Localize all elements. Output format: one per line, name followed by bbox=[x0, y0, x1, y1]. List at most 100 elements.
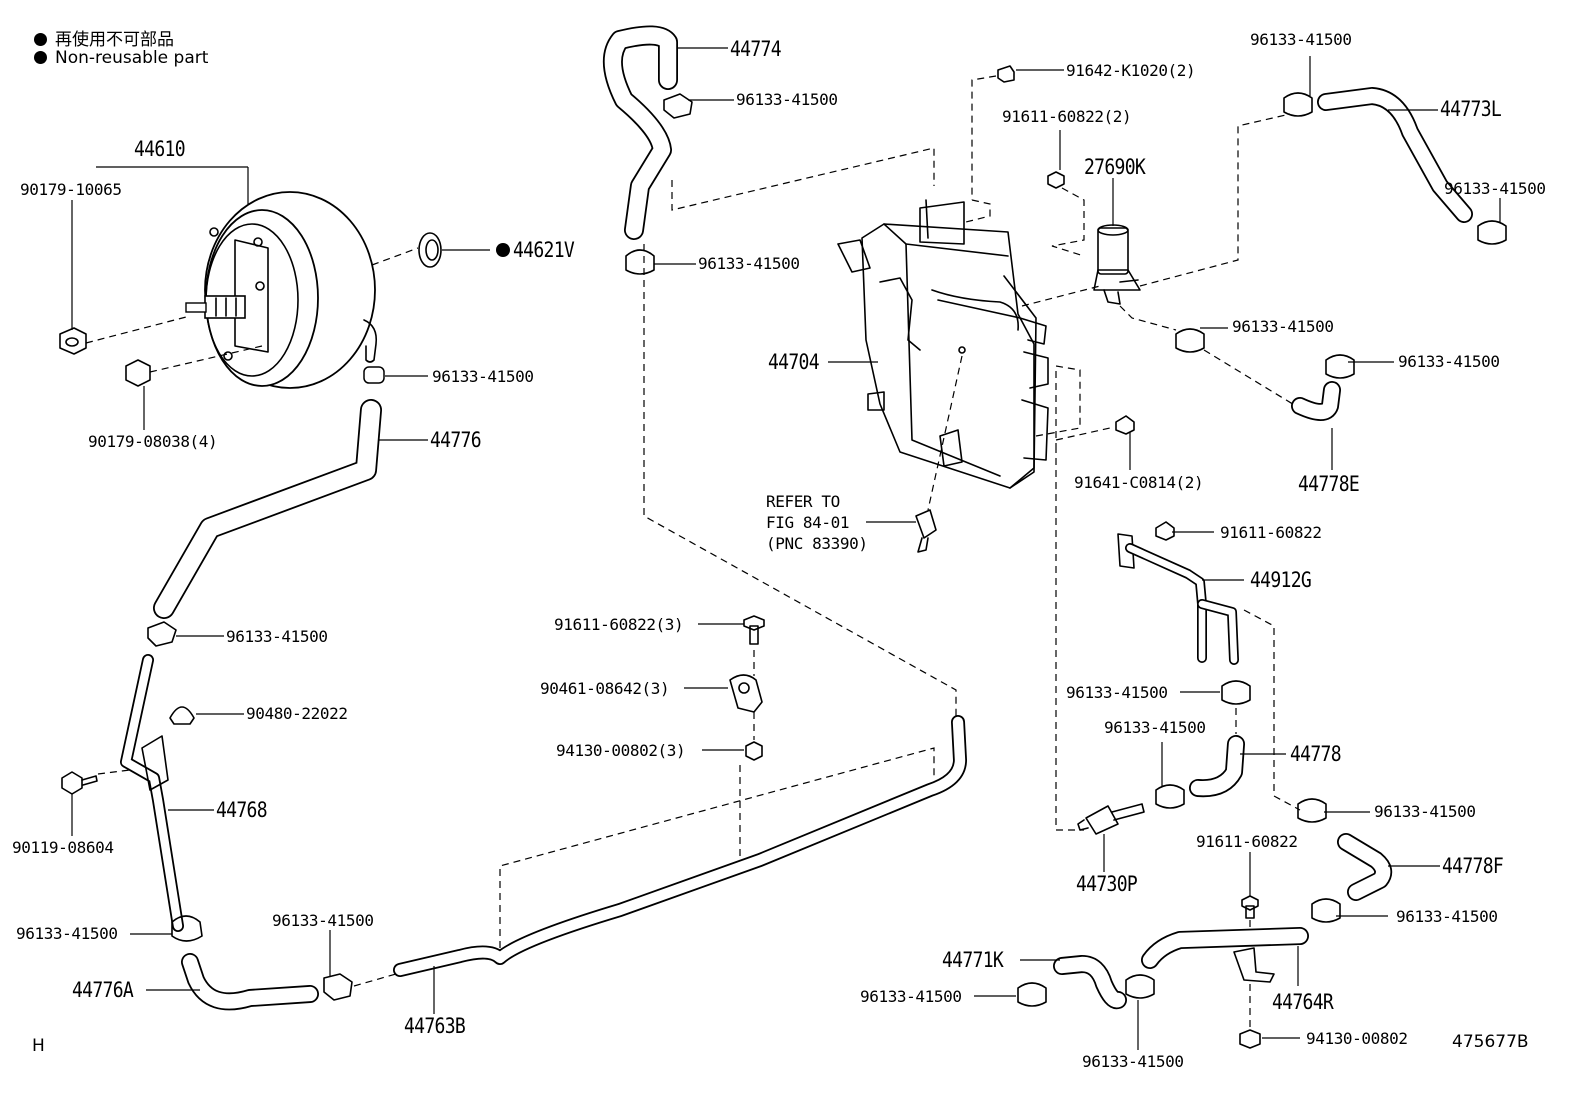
nut-94130-00802-3 bbox=[745, 741, 763, 761]
clamp-44774a bbox=[663, 93, 693, 119]
bullet-icon bbox=[34, 51, 47, 64]
legend-jp: 再使用不可部品 bbox=[34, 25, 174, 50]
part-label: 91611-60822 bbox=[1220, 523, 1322, 542]
part-label: 90461-08642(3) bbox=[540, 679, 670, 698]
part-label: 91611-60822(3) bbox=[554, 615, 684, 634]
bolt-91641-c0814 bbox=[1115, 415, 1135, 435]
part-label: 90480-22022 bbox=[246, 704, 348, 723]
clamp-booster bbox=[363, 366, 385, 384]
vsv-27690k bbox=[1093, 224, 1141, 305]
clamp-44778e-a bbox=[1175, 328, 1205, 353]
grommet-90480-22022 bbox=[169, 706, 195, 725]
bolt-91611-60822-b bbox=[1155, 521, 1175, 541]
clamp-44778e-b bbox=[1325, 354, 1355, 379]
hose-44778f bbox=[1337, 833, 1393, 901]
refer-note: FIG 84-01 bbox=[766, 513, 850, 532]
hose-44764r bbox=[1141, 927, 1309, 983]
part-label: 90119-08604 bbox=[12, 838, 114, 857]
part-label: 44912G bbox=[1250, 568, 1312, 592]
part-label: 96133-41500 bbox=[1232, 317, 1334, 336]
part-label: 44763B bbox=[404, 1014, 466, 1038]
part-label: 96133-41500 bbox=[736, 90, 838, 109]
clamp-44771k-b bbox=[1125, 974, 1155, 999]
part-label: 96133-41500 bbox=[1398, 352, 1500, 371]
clamp-44774b bbox=[625, 249, 655, 275]
clamp-44773l-a bbox=[1283, 92, 1313, 117]
hose-44776a bbox=[181, 953, 319, 1011]
clamp-44778-c bbox=[1297, 798, 1327, 823]
part-label: 44773L bbox=[1440, 97, 1502, 121]
clamp-44771k-a bbox=[1017, 982, 1047, 1007]
part-label: 44778E bbox=[1298, 472, 1360, 496]
part-label: 96133-41500 bbox=[860, 987, 962, 1006]
part-label: 94130-00802(3) bbox=[556, 741, 686, 760]
part-label: 96133-41500 bbox=[1444, 179, 1546, 198]
part-label: 44730P bbox=[1076, 872, 1138, 896]
part-label: 44610 bbox=[134, 137, 186, 161]
part-label: 96133-41500 bbox=[1374, 802, 1476, 821]
pipe-44912g bbox=[1117, 533, 1239, 665]
bullet-icon bbox=[34, 33, 47, 46]
part-label: 91641-C0814(2) bbox=[1074, 473, 1204, 492]
brake-booster bbox=[185, 191, 378, 389]
part-label: 96133-41500 bbox=[698, 254, 800, 273]
part-label: 90179-10065 bbox=[20, 180, 122, 199]
nut-90179-10065 bbox=[59, 327, 87, 355]
part-label: 44764R bbox=[1272, 990, 1334, 1014]
part-label: 94130-00802 bbox=[1306, 1029, 1408, 1048]
part-label: 44776A bbox=[72, 978, 134, 1002]
part-label: 96133-41500 bbox=[1104, 718, 1206, 737]
refer-note: REFER TO bbox=[766, 492, 840, 511]
part-label: 44771K bbox=[942, 948, 1004, 972]
part-label: 91642-K1020(2) bbox=[1066, 61, 1196, 80]
sheet-marker: H bbox=[32, 1036, 45, 1056]
part-label: 96133-41500 bbox=[432, 367, 534, 386]
part-label: 91611-60822(2) bbox=[1002, 107, 1132, 126]
part-label: 90179-08038(4) bbox=[88, 432, 218, 451]
clamp-44778f bbox=[1311, 898, 1341, 923]
hose-44778e bbox=[1291, 381, 1341, 421]
legend-jp-text: 再使用不可部品 bbox=[55, 30, 174, 50]
part-label: 96133-41500 bbox=[16, 924, 118, 943]
hose-44774 bbox=[602, 25, 678, 240]
hose-44768 bbox=[120, 654, 184, 932]
seal-44621v bbox=[418, 232, 442, 268]
bolt-91611-60822-c bbox=[1241, 895, 1259, 919]
legend-en-text: Non-reusable part bbox=[55, 48, 209, 68]
legend-en: Non-reusable part bbox=[34, 48, 208, 68]
clamp-44778-b bbox=[1155, 784, 1185, 809]
part-label: 44778 bbox=[1290, 742, 1342, 766]
sensor-fig-84-01 bbox=[915, 509, 937, 553]
part-label: 96133-41500 bbox=[1066, 683, 1168, 702]
hose-44773l bbox=[1317, 87, 1473, 223]
part-label: 44776 bbox=[430, 428, 482, 452]
bolt-91611-60822-3 bbox=[743, 615, 765, 645]
refer-note: (PNC 83390) bbox=[766, 534, 868, 553]
bolt-91642-k1020 bbox=[997, 65, 1015, 83]
part-label: 96133-41500 bbox=[226, 627, 328, 646]
part-label: 96133-41500 bbox=[1396, 907, 1498, 926]
clamp-44776 bbox=[147, 621, 177, 647]
clamp-44763b bbox=[323, 973, 353, 1001]
part-label: 96133-41500 bbox=[1082, 1052, 1184, 1071]
hose-44763b bbox=[393, 715, 967, 977]
figure-number: 475677B bbox=[1452, 1032, 1529, 1052]
clamp-90461-08642 bbox=[729, 674, 763, 713]
non-reusable-dot bbox=[496, 243, 510, 257]
part-label: 96133-41500 bbox=[272, 911, 374, 930]
hose-44778 bbox=[1189, 735, 1245, 798]
part-label: 96133-41500 bbox=[1250, 30, 1352, 49]
nut-90179-08038 bbox=[125, 359, 151, 387]
part-label: 44768 bbox=[216, 798, 268, 822]
part-label: 27690K bbox=[1084, 155, 1146, 179]
part-label: 44778F bbox=[1442, 854, 1504, 878]
part-label: 44621V bbox=[513, 238, 575, 262]
bolt-90119-08604 bbox=[61, 771, 98, 795]
part-label: 44774 bbox=[730, 37, 782, 61]
nut-94130-00802 bbox=[1239, 1029, 1261, 1049]
part-label: 44704 bbox=[768, 350, 820, 374]
bolt-91611-60822-2 bbox=[1047, 171, 1065, 189]
vacuum-tank-44704 bbox=[837, 199, 1049, 489]
clamp-44773l-b bbox=[1477, 220, 1507, 245]
